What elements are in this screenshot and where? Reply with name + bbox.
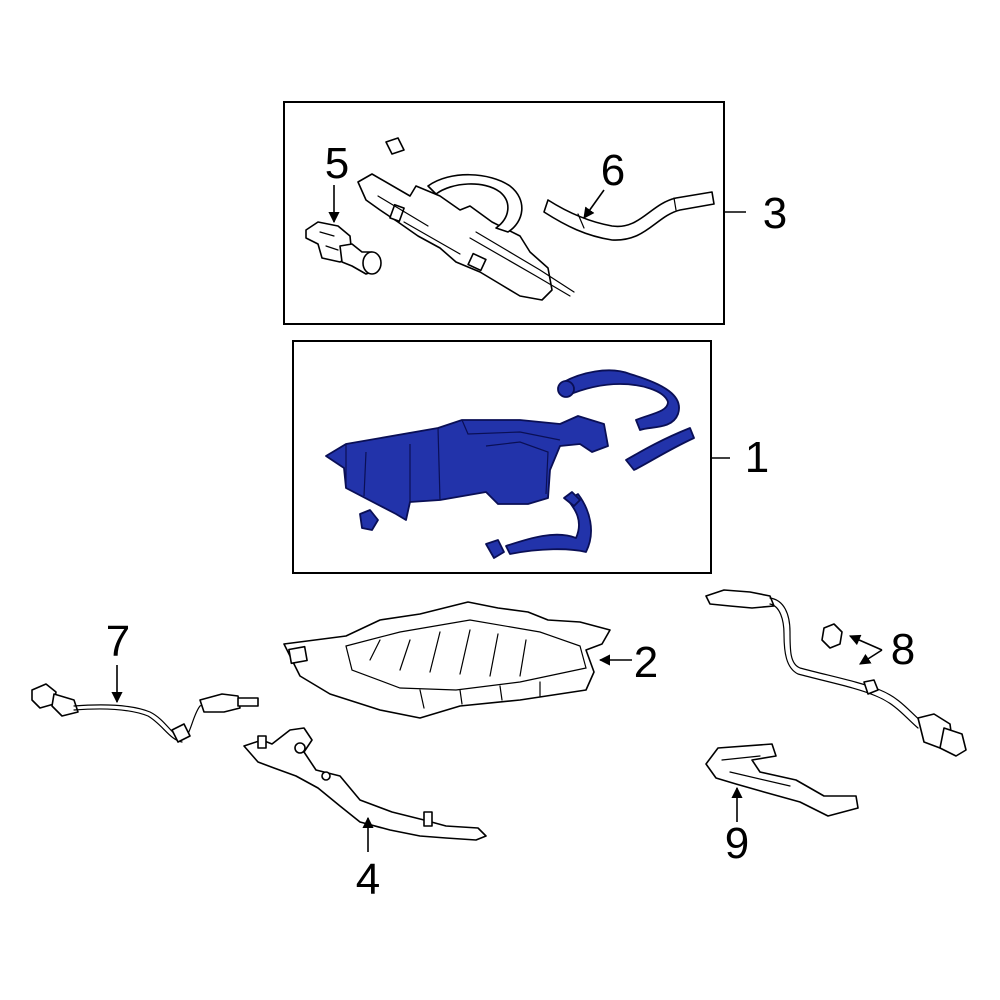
- part-7-sensor[interactable]: [31, 683, 259, 743]
- callout-8[interactable]: 8: [891, 625, 915, 674]
- part-3-bracket[interactable]: [357, 173, 575, 301]
- callout-5[interactable]: 5: [325, 139, 349, 188]
- callout-3[interactable]: 3: [763, 189, 787, 238]
- part-3-cap: [385, 137, 405, 155]
- part-8-sensor[interactable]: [705, 589, 967, 757]
- part-6-hose[interactable]: [543, 191, 715, 241]
- group-box-3: [283, 101, 725, 325]
- leader-lines: [111, 185, 883, 852]
- callout-4[interactable]: 4: [356, 855, 380, 904]
- part-1-canister[interactable]: [325, 369, 695, 559]
- part-4-bracket[interactable]: [243, 727, 487, 841]
- callout-1[interactable]: 1: [745, 433, 769, 482]
- callout-2[interactable]: 2: [634, 638, 658, 687]
- callout-9[interactable]: 9: [725, 819, 749, 868]
- part-5-valve[interactable]: [305, 221, 382, 275]
- part-9-bracket[interactable]: [705, 743, 859, 817]
- callout-7[interactable]: 7: [106, 617, 130, 666]
- group-box-1: [292, 340, 712, 574]
- part-2-tray[interactable]: [283, 601, 611, 719]
- callout-6[interactable]: 6: [601, 146, 625, 195]
